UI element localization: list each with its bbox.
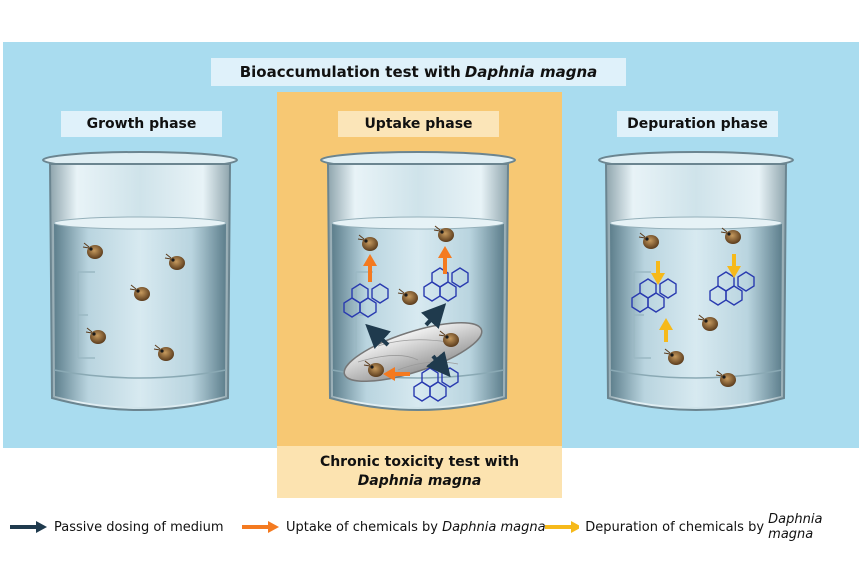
depuration-phase-label: Depuration phase — [617, 111, 778, 137]
chronic-text: Chronic toxicity test with — [319, 454, 520, 470]
legend-depuration-label: Depuration of chemicals by — [585, 519, 769, 535]
legend-uptake-label: Uptake of chemicals by — [286, 519, 443, 535]
legend-uptake-species: Daphnia magna — [442, 519, 546, 535]
legend-depuration-species: Daphnia magna — [768, 512, 823, 542]
legend-passive-label: Passive dosing of medium — [54, 519, 224, 535]
title-text: Bioaccumulation test with — [239, 63, 461, 81]
chronic-species: Daphnia magna — [357, 473, 482, 489]
legend-depuration: Depuration of chemicals by Daphnia magna — [543, 512, 862, 542]
legend-passive-dosing: Passive dosing of medium — [8, 517, 224, 537]
growth-phase-label: Growth phase — [61, 111, 222, 137]
uptake-beaker — [320, 151, 516, 411]
passive-dosing-arrow-icon — [10, 521, 47, 533]
growth-beaker — [42, 151, 238, 411]
title-species: Daphnia magna — [464, 63, 598, 81]
main-title: Bioaccumulation test with Daphnia magna — [211, 58, 626, 86]
chronic-toxicity-label: Chronic toxicity test with Daphnia magna — [277, 446, 562, 498]
depuration-beaker — [598, 151, 794, 411]
depuration-arrow-icon — [545, 521, 580, 533]
uptake-arrow-icon — [242, 521, 279, 533]
legend-uptake: Uptake of chemicals by Daphnia magna — [240, 517, 546, 537]
uptake-phase-label: Uptake phase — [338, 111, 499, 137]
